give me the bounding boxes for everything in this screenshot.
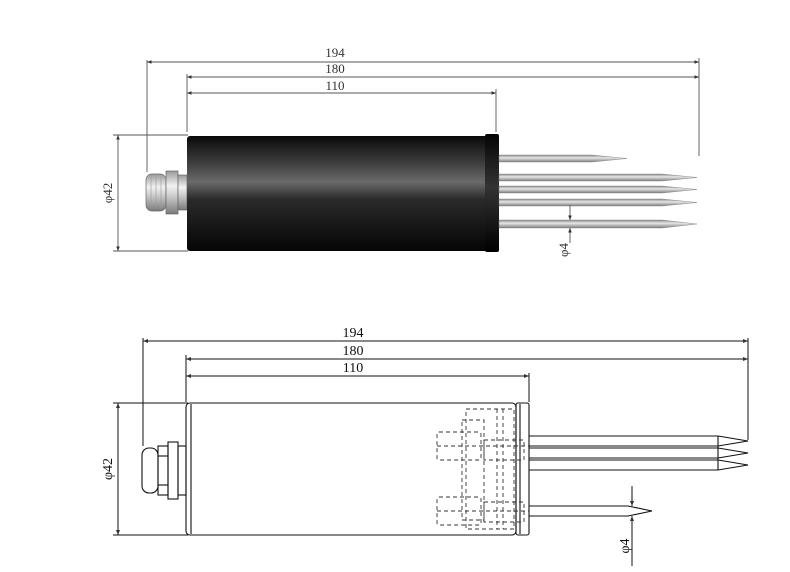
dim-label-194: 194 <box>343 326 364 341</box>
probe-pin <box>529 505 653 517</box>
dim-label-diameter: φ42 <box>100 183 115 204</box>
internal-hidden-lines <box>436 408 529 530</box>
probe-pin <box>498 173 698 182</box>
cable-gland <box>145 170 188 215</box>
probe-pin <box>498 219 698 229</box>
dim-label-diameter: φ42 <box>101 458 116 480</box>
dim-label-probe-diameter: φ4 <box>618 538 633 553</box>
cable-gland <box>141 441 187 500</box>
probe-pin <box>498 154 628 163</box>
top-view: 194 180 110 φ42 <box>100 45 700 258</box>
probe-pin <box>498 198 698 207</box>
probe-pins <box>498 154 698 229</box>
dim-label-180: 180 <box>343 344 364 359</box>
dim-label-110: 110 <box>325 78 344 93</box>
sensor-end-cap <box>485 134 499 252</box>
probe-pins <box>529 435 749 517</box>
probe-pin <box>529 459 749 471</box>
dim-label-probe-diameter: φ4 <box>556 243 571 258</box>
sensor-body-outline <box>185 402 530 536</box>
probe-pin <box>498 185 698 194</box>
dim-label-110: 110 <box>343 361 363 376</box>
probe-pin <box>529 435 749 447</box>
sensor-body <box>187 136 488 251</box>
bottom-view: 194 180 110 φ42 <box>101 326 749 566</box>
probe-pin <box>529 447 749 459</box>
dim-label-180: 180 <box>325 61 345 76</box>
dim-label-194: 194 <box>325 45 345 60</box>
